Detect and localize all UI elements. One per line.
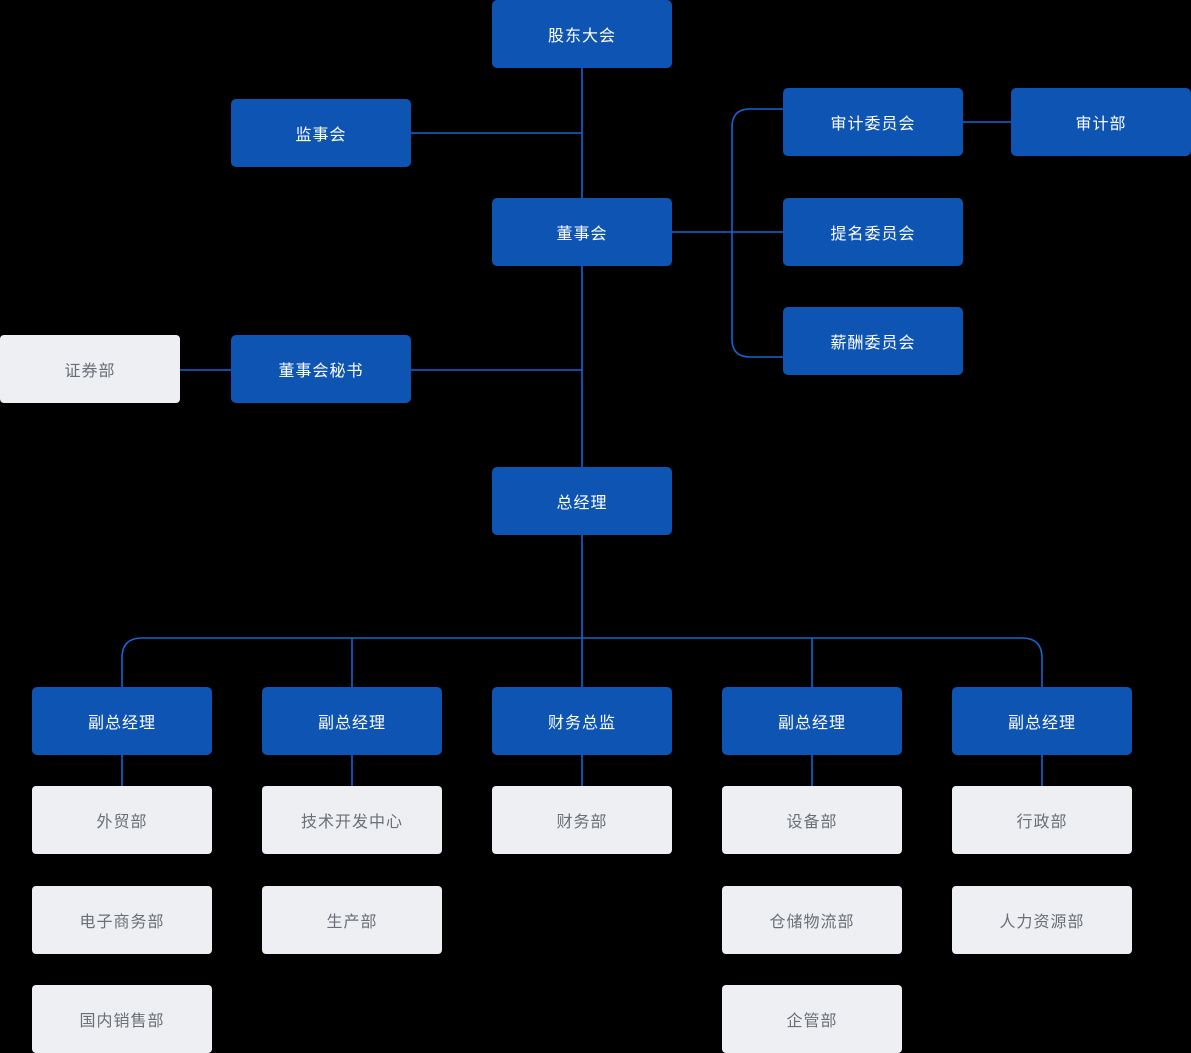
node-finance-director: 财务总监 (492, 687, 672, 755)
node-board-secretary: 董事会秘书 (231, 335, 411, 403)
node-enterprise-management-department: 企管部 (722, 985, 902, 1053)
node-finance-department: 财务部 (492, 786, 672, 854)
node-audit-committee: 审计委员会 (783, 88, 963, 156)
node-general-manager: 总经理 (492, 467, 672, 535)
node-production-department: 生产部 (262, 886, 442, 954)
node-deputy-gm-2: 副总经理 (262, 687, 442, 755)
node-administration-department: 行政部 (952, 786, 1132, 854)
node-compensation-committee: 薪酬委员会 (783, 307, 963, 375)
node-deputy-gm-5: 副总经理 (952, 687, 1132, 755)
node-deputy-gm-1: 副总经理 (32, 687, 212, 755)
node-foreign-trade-department: 外贸部 (32, 786, 212, 854)
node-shareholders: 股东大会 (492, 0, 672, 68)
node-equipment-department: 设备部 (722, 786, 902, 854)
node-securities-department: 证券部 (0, 335, 180, 403)
node-tech-development-center: 技术开发中心 (262, 786, 442, 854)
node-audit-department: 审计部 (1011, 88, 1191, 156)
node-human-resources-department: 人力资源部 (952, 886, 1132, 954)
node-supervisory-board: 监事会 (231, 99, 411, 167)
node-ecommerce-department: 电子商务部 (32, 886, 212, 954)
node-board-of-directors: 董事会 (492, 198, 672, 266)
node-warehouse-logistics-department: 仓储物流部 (722, 886, 902, 954)
node-deputy-gm-4: 副总经理 (722, 687, 902, 755)
node-domestic-sales-department: 国内销售部 (32, 985, 212, 1053)
node-nomination-committee: 提名委员会 (783, 198, 963, 266)
